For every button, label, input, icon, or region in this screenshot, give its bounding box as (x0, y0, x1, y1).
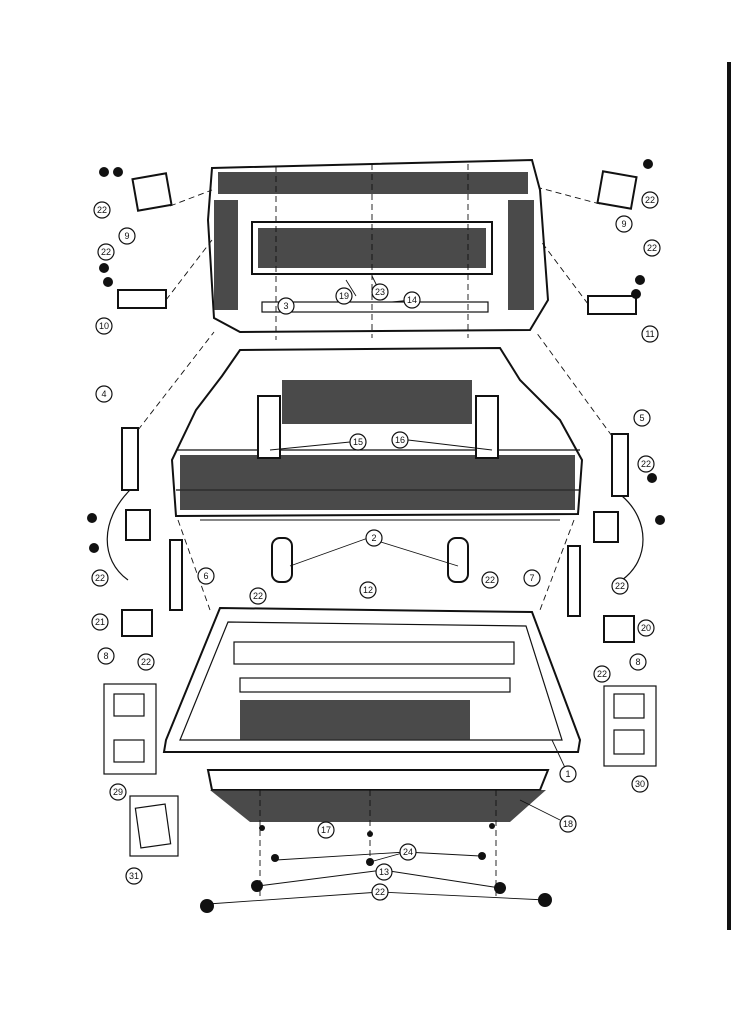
callout-13: 13 (375, 863, 393, 881)
page-edge-line (727, 62, 731, 930)
callouts: 9 9 22 22 22 22 22 22 22 22 22 22 22 22 … (91, 191, 661, 901)
svg-text:30: 30 (635, 779, 645, 789)
callout-15: 15 (349, 433, 367, 451)
callout-2: 2 (365, 529, 383, 547)
svg-text:21: 21 (95, 617, 105, 627)
callout-14: 14 (403, 291, 421, 309)
callout-8: 8 (97, 647, 115, 665)
callout-22: 22 (641, 191, 659, 209)
svg-text:12: 12 (363, 585, 373, 595)
svg-text:6: 6 (203, 571, 208, 581)
svg-text:14: 14 (407, 295, 417, 305)
hinge-brackets (106, 170, 644, 643)
callout-22: 22 (481, 571, 499, 589)
callout-23: 23 (371, 283, 389, 301)
callout-9: 9 (118, 227, 136, 245)
svg-text:22: 22 (141, 657, 151, 667)
callout-9: 9 (615, 215, 633, 233)
svg-text:19: 19 (339, 291, 349, 301)
svg-text:22: 22 (647, 243, 657, 253)
svg-text:22: 22 (253, 591, 263, 601)
svg-text:22: 22 (375, 887, 385, 897)
fasteners (87, 159, 665, 913)
svg-text:16: 16 (395, 435, 405, 445)
svg-text:29: 29 (113, 787, 123, 797)
svg-text:17: 17 (321, 825, 331, 835)
callout-8: 8 (629, 653, 647, 671)
svg-text:22: 22 (615, 581, 625, 591)
svg-text:2: 2 (371, 533, 376, 543)
svg-text:9: 9 (124, 231, 129, 241)
svg-text:22: 22 (641, 459, 651, 469)
callout-12: 12 (359, 581, 377, 599)
callout-22: 22 (137, 653, 155, 671)
callout-29: 29 (109, 783, 127, 801)
top-back-panel (206, 158, 550, 334)
callout-22: 22 (93, 201, 111, 219)
callout-22: 22 (643, 239, 661, 257)
svg-text:22: 22 (95, 573, 105, 583)
callout-16: 16 (391, 431, 409, 449)
svg-text:7: 7 (529, 573, 534, 583)
svg-text:5: 5 (639, 413, 644, 423)
callout-30: 30 (631, 775, 649, 793)
svg-text:4: 4 (101, 389, 106, 399)
svg-text:8: 8 (635, 657, 640, 667)
callout-22: 22 (637, 455, 655, 473)
callout-22: 22 (371, 883, 389, 901)
svg-text:24: 24 (403, 847, 413, 857)
callout-22: 22 (593, 665, 611, 683)
callout-11: 11 (641, 325, 659, 343)
callout-17: 17 (317, 821, 335, 839)
callout-22: 22 (97, 243, 115, 261)
callout-3: 3 (277, 297, 295, 315)
callout-22: 22 (611, 577, 629, 595)
svg-text:18: 18 (563, 819, 573, 829)
bottom-tray (162, 606, 582, 753)
svg-text:23: 23 (375, 287, 385, 297)
callout-31: 31 (125, 867, 143, 885)
middle-frame (170, 346, 584, 518)
callout-6: 6 (197, 567, 215, 585)
callout-24: 24 (399, 843, 417, 861)
svg-text:20: 20 (641, 623, 651, 633)
callout-18: 18 (559, 815, 577, 833)
svg-text:22: 22 (101, 247, 111, 257)
svg-text:22: 22 (97, 205, 107, 215)
callout-19: 19 (335, 287, 353, 305)
callout-1: 1 (559, 765, 577, 783)
callout-4: 4 (95, 385, 113, 403)
svg-text:9: 9 (621, 219, 626, 229)
callout-22: 22 (249, 587, 267, 605)
svg-text:3: 3 (283, 301, 288, 311)
callout-10: 10 (95, 317, 113, 335)
svg-text:1: 1 (565, 769, 570, 779)
svg-text:31: 31 (129, 871, 139, 881)
svg-text:22: 22 (645, 195, 655, 205)
svg-text:15: 15 (353, 437, 363, 447)
svg-text:11: 11 (645, 329, 654, 339)
detail-boxes (103, 683, 657, 857)
callout-7: 7 (523, 569, 541, 587)
assembly-lines (137, 164, 613, 900)
svg-text:13: 13 (379, 867, 389, 877)
base-plate (206, 769, 550, 822)
latches (271, 537, 469, 583)
callout-20: 20 (637, 619, 655, 637)
callout-21: 21 (91, 613, 109, 631)
callout-5: 5 (633, 409, 651, 427)
svg-text:22: 22 (485, 575, 495, 585)
svg-text:10: 10 (99, 321, 109, 331)
svg-text:22: 22 (597, 669, 607, 679)
svg-text:8: 8 (103, 651, 108, 661)
callout-22: 22 (91, 569, 109, 587)
